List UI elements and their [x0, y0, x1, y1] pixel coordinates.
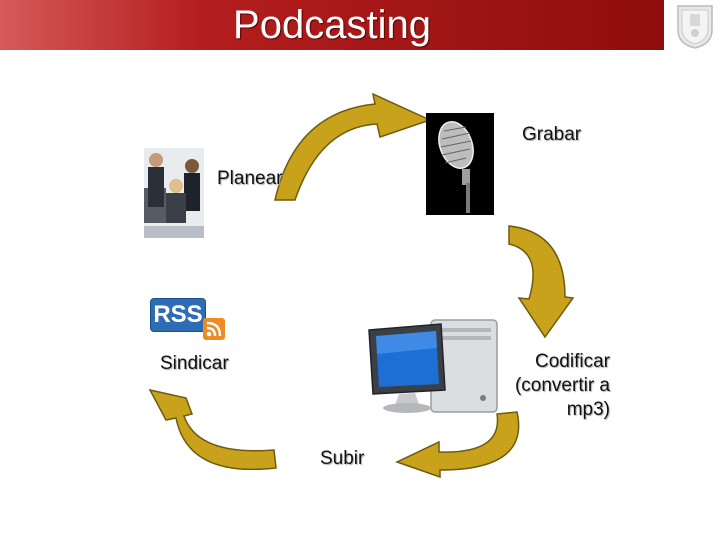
step-label-upload: Subir [320, 448, 365, 469]
step-label-plan: Planear [217, 168, 283, 189]
rss-feed-icon [203, 318, 225, 340]
team-photo-icon [144, 148, 204, 238]
microphone-icon [426, 113, 494, 215]
computer-icon [368, 319, 498, 413]
step-label-encode-line3: mp3) [566, 399, 610, 420]
step-label-encode-line1: Codificar [535, 351, 610, 372]
step-label-encode: Codificar (convertir a mp3) [496, 350, 610, 422]
arrow-encode-to-upload [395, 411, 520, 478]
rss-text: RSS [153, 301, 203, 328]
university-crest-icon [677, 5, 713, 49]
step-label-encode-line2: (convertir a [514, 375, 610, 396]
step-label-syndicate: Sindicar [160, 353, 229, 374]
arrow-record-to-encode [508, 225, 575, 339]
slide-title: Podcasting [233, 3, 431, 47]
step-label-record: Grabar [522, 124, 582, 145]
title-bar [0, 0, 664, 50]
arrow-upload-to-syndicate [148, 388, 277, 470]
rss-badge: RSS [150, 298, 206, 332]
